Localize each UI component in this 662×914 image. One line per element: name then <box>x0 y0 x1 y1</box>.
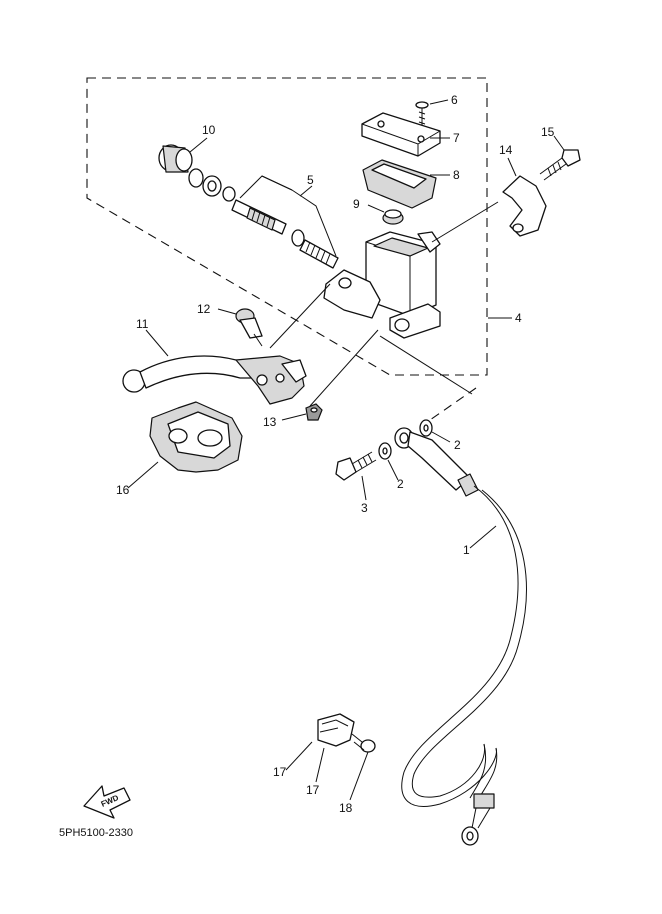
part-8-diaphragm <box>362 159 437 209</box>
part-15-bolt <box>539 149 581 181</box>
part-17-hose-guide <box>317 713 355 747</box>
part-2-washers <box>378 419 433 460</box>
callout-2a: 2 <box>397 477 404 491</box>
part-1-brake-hose <box>394 427 527 846</box>
callout-12: 12 <box>197 302 211 316</box>
diagram-code: 5PH5100-2330 <box>59 827 133 839</box>
part-3-union-bolt <box>335 451 377 481</box>
washer-small <box>222 186 236 202</box>
callout-9: 9 <box>353 197 360 211</box>
callout-5: 5 <box>307 173 314 187</box>
callout-15: 15 <box>541 125 555 139</box>
callout-18: 18 <box>339 801 353 815</box>
leader-lines <box>127 99 565 801</box>
part-10-boot <box>158 144 193 173</box>
callout-8: 8 <box>453 168 460 182</box>
circlip <box>188 168 204 188</box>
callout-6: 6 <box>451 93 458 107</box>
fwd-arrow-icon: FWD <box>83 785 131 819</box>
callout-17b: 17 <box>306 783 320 797</box>
master-cylinder-body <box>323 231 441 339</box>
callout-3: 3 <box>361 501 368 515</box>
part-14-clamp <box>502 175 547 237</box>
callout-2b: 2 <box>454 438 461 452</box>
part-18-bolt <box>351 733 376 753</box>
part-13-nut <box>305 403 323 421</box>
part-9-damper <box>382 209 404 225</box>
callout-11: 11 <box>136 317 149 331</box>
part-12-pivot-bolt <box>235 308 263 347</box>
callout-1: 1 <box>463 543 470 557</box>
part-16-caliper <box>149 401 243 473</box>
part-7-cap <box>361 112 441 157</box>
part-11-lever <box>122 355 307 405</box>
part-6-screw <box>415 101 429 128</box>
callout-4: 4 <box>515 311 522 325</box>
assembly-boundary <box>86 77 488 376</box>
callout-14: 14 <box>499 143 513 157</box>
callout-13: 13 <box>263 415 277 429</box>
callout-10: 10 <box>202 123 216 137</box>
callout-17a: 17 <box>273 765 287 779</box>
part-5-piston-kit <box>231 175 339 269</box>
callout-16: 16 <box>116 483 130 497</box>
callout-7: 7 <box>453 131 460 145</box>
